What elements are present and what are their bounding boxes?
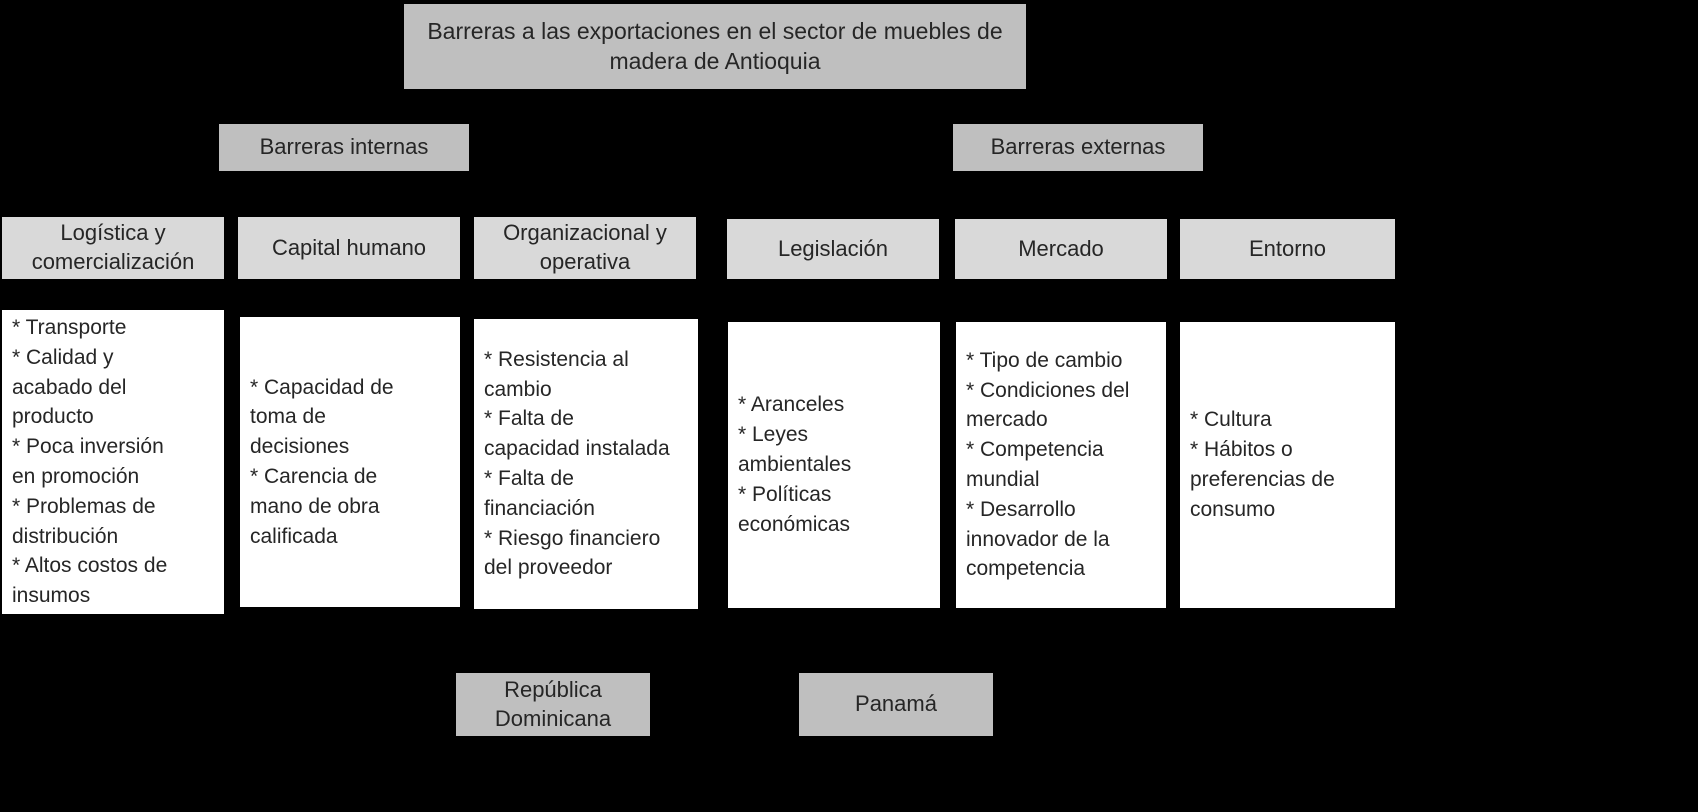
category-box-logistica: Logística y comercialización — [2, 217, 224, 279]
content-box-capital-humano: * Capacidad de toma de decisiones * Care… — [240, 317, 460, 607]
destination-label-panama: Panamá — [855, 691, 937, 717]
category-box-mercado: Mercado — [955, 219, 1167, 279]
content-box-entorno: * Cultura * Hábitos o preferencias de co… — [1180, 322, 1395, 608]
title-box-label: Barreras a las exportaciones en el secto… — [427, 17, 1003, 74]
branch-box-externas: Barreras externas — [953, 124, 1203, 171]
content-list-capital-humano: * Capacidad de toma de decisiones * Care… — [250, 375, 394, 548]
content-list-legislacion: * Aranceles * Leyes ambientales * Políti… — [738, 393, 852, 536]
category-box-capital-humano: Capital humano — [238, 217, 460, 279]
branch-box-internas: Barreras internas — [219, 124, 469, 171]
category-box-organizacional: Organizacional y operativa — [474, 217, 696, 279]
branch-label-externas: Barreras externas — [990, 134, 1166, 160]
category-box-legislacion: Legislación — [727, 219, 939, 279]
destination-box-panama: Panamá — [799, 673, 993, 736]
content-list-entorno: * Cultura * Hábitos o preferencias de co… — [1190, 408, 1335, 521]
category-label-organizacional: Organizacional y operativa — [503, 220, 667, 274]
content-list-logistica: * Transporte * Calidad y acabado del pro… — [12, 315, 168, 608]
content-list-mercado: * Tipo de cambio * Condiciones del merca… — [966, 348, 1130, 581]
category-label-entorno: Entorno — [1248, 235, 1327, 261]
content-box-organizacional: * Resistencia al cambio * Falta de capac… — [474, 319, 698, 609]
content-box-legislacion: * Aranceles * Leyes ambientales * Políti… — [728, 322, 940, 608]
destination-box-republica-dominicana: República Dominicana — [456, 673, 650, 736]
title-box: Barreras a las exportaciones en el secto… — [404, 4, 1026, 89]
category-label-legislacion: Legislación — [777, 235, 889, 261]
category-label-capital-humano: Capital humano — [271, 234, 427, 260]
category-label-mercado: Mercado — [1018, 235, 1104, 261]
branch-label-internas: Barreras internas — [259, 134, 429, 160]
content-box-logistica: * Transporte * Calidad y acabado del pro… — [2, 310, 224, 614]
category-label-logistica: Logística y comercialización — [31, 220, 195, 274]
destination-label-republica-dominicana: República Dominicana — [494, 676, 612, 731]
content-list-organizacional: * Resistencia al cambio * Falta de capac… — [484, 347, 670, 580]
content-box-mercado: * Tipo de cambio * Condiciones del merca… — [956, 322, 1166, 608]
category-box-entorno: Entorno — [1180, 219, 1395, 279]
